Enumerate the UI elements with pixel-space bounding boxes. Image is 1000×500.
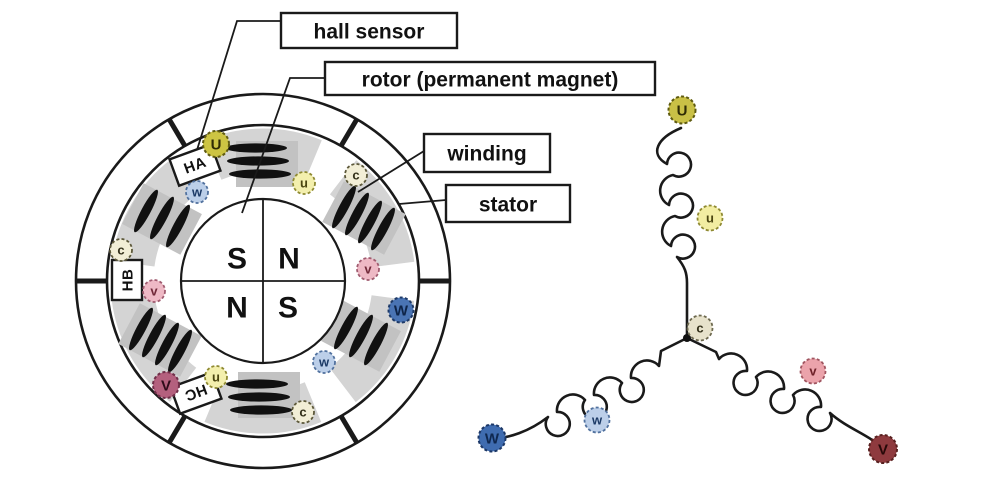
svg-text:winding: winding: [446, 143, 526, 166]
svg-text:v: v: [364, 262, 372, 277]
svg-text:c: c: [299, 405, 306, 420]
terminal-w-bottom-right: w: [312, 350, 336, 374]
svg-text:v: v: [150, 284, 158, 299]
wye-terminal-U: U: [667, 95, 697, 125]
label-hall-sensor: hall sensor: [279, 11, 459, 50]
hall-hb-label: HB: [119, 269, 136, 292]
svg-text:hall sensor: hall sensor: [314, 21, 425, 44]
wye-coil-w: [490, 336, 689, 440]
terminal-w-top-left: w: [185, 180, 209, 204]
terminal-v-right: v: [356, 257, 380, 281]
callouts: hall sensor rotor (permanent magnet) win…: [196, 11, 657, 224]
svg-text:U: U: [211, 136, 222, 153]
hall-sensor-hb: HB: [110, 258, 144, 302]
wye-connection-diagram: U u c w W v V: [477, 95, 898, 464]
svg-text:W: W: [485, 430, 500, 447]
motor-cross-section: S N N S HA HB HC U u: [74, 92, 452, 470]
svg-text:W: W: [394, 302, 409, 319]
winding-bottom: [226, 379, 292, 415]
wye-terminal-v: v: [799, 357, 827, 385]
winding-top: [225, 143, 291, 179]
winding-top-right: [332, 185, 395, 251]
hall-sensor-leader: [196, 20, 282, 151]
wye-terminals: U u c w W v V: [477, 95, 898, 464]
winding-top-left: [134, 189, 190, 248]
svg-text:u: u: [706, 211, 714, 226]
svg-text:w: w: [591, 413, 603, 428]
svg-text:V: V: [161, 377, 171, 394]
svg-text:u: u: [212, 370, 220, 385]
terminal-W-right: W: [387, 296, 415, 324]
wye-terminal-w: w: [583, 406, 611, 434]
label-winding: winding: [422, 132, 552, 174]
terminal-u-top: u: [292, 171, 316, 195]
svg-text:c: c: [696, 321, 703, 336]
terminal-u-bottom: u: [204, 365, 228, 389]
pole-label-tr: N: [278, 243, 300, 276]
terminal-v-left: v: [142, 279, 166, 303]
winding-bottom-right: [334, 306, 388, 366]
wye-neutral-junction: [683, 334, 691, 342]
svg-text:V: V: [878, 441, 888, 458]
winding-leader: [357, 150, 425, 193]
terminal-c-left: c: [109, 238, 133, 262]
pole-label-bl: N: [226, 292, 248, 325]
stator-leader: [398, 199, 447, 205]
winding-bottom-left: [129, 307, 192, 373]
wye-terminal-W: W: [477, 423, 507, 453]
label-stator: stator: [444, 183, 572, 224]
rotor-leader: [241, 77, 325, 214]
hall-hc-label: HC: [182, 380, 209, 404]
svg-text:u: u: [300, 176, 308, 191]
wye-terminal-V: V: [868, 434, 898, 464]
wye-terminal-u: u: [696, 204, 724, 232]
svg-text:rotor (permanent magnet): rotor (permanent magnet): [362, 69, 619, 92]
housing-ticks: [76, 117, 450, 445]
svg-text:c: c: [117, 243, 124, 258]
svg-text:w: w: [191, 185, 203, 200]
svg-text:v: v: [809, 364, 817, 379]
terminal-c-top-right: c: [344, 163, 368, 187]
hall-ha-label: HA: [182, 154, 209, 178]
wye-coil-v: [685, 336, 885, 451]
svg-text:c: c: [352, 168, 359, 183]
terminal-V-bottom-left: V: [152, 371, 180, 399]
svg-text:w: w: [318, 355, 330, 370]
rotor: S N N S: [179, 197, 347, 365]
terminal-U-top: U: [202, 130, 230, 158]
pole-label-br: S: [278, 292, 298, 325]
wye-coil-u: [655, 126, 697, 340]
wye-terminal-c: c: [686, 314, 714, 342]
pole-label-tl: S: [227, 243, 247, 276]
motor-terminals: U u c w c v v: [109, 130, 415, 424]
label-rotor: rotor (permanent magnet): [323, 60, 657, 97]
terminal-c-bottom: c: [291, 400, 315, 424]
svg-text:stator: stator: [479, 194, 537, 217]
svg-text:U: U: [677, 102, 688, 119]
